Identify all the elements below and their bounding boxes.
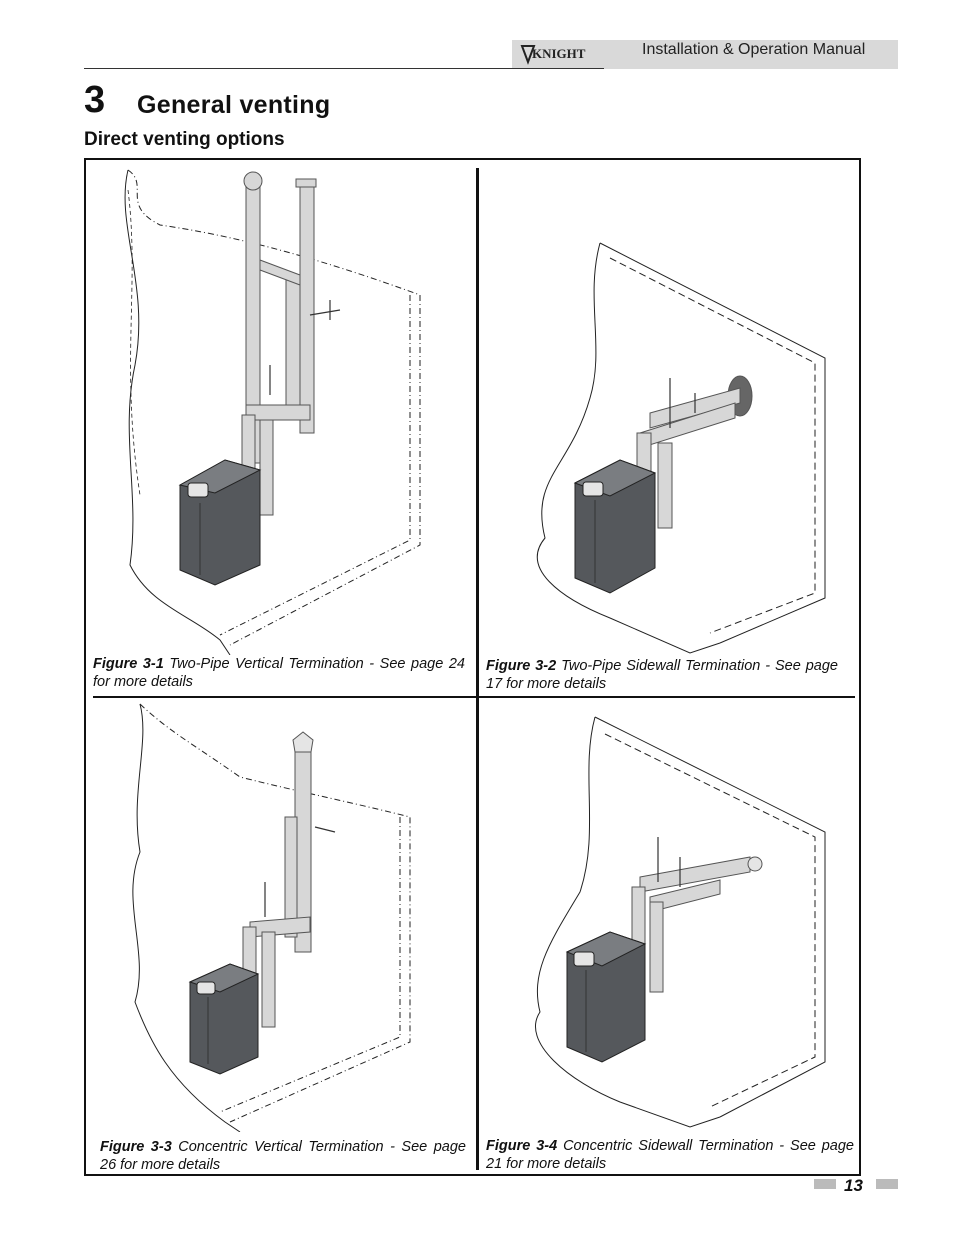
chapter-number: 3 [84,79,106,121]
boiler [188,963,260,1075]
page-number: 13 [844,1176,863,1195]
chapter-title: General venting [137,91,331,119]
figure-3-2-illustration [537,242,826,654]
figure-divider-horizontal [93,696,855,698]
figure-3-2-panel [510,238,840,658]
figure-caption-text: Concentric Sidewall Termination - See pa… [486,1138,854,1172]
page-number-bar-right [876,1179,898,1189]
figure-caption-text: Concentric Vertical Termination - See pa… [100,1139,466,1173]
figure-label: Figure 3-4 [486,1138,558,1154]
figure-divider-vertical [476,168,479,1170]
page-number-bar-left [814,1179,836,1189]
knight-logo: KNIGHT [520,45,586,65]
figure-caption-text: Two-Pipe Sidewall Termination - See page… [486,658,838,692]
figure-3-3-panel [110,702,450,1132]
figure-caption-text: Two-Pipe Vertical Termination - See page… [93,656,465,690]
figure-3-1-caption: Figure 3-1 Two-Pipe Vertical Termination… [93,655,465,691]
figure-3-4-caption: Figure 3-4 Concentric Sidewall Terminati… [486,1137,854,1173]
figure-label: Figure 3-3 [100,1139,172,1155]
manual-title: Installation & Operation Manual [642,41,866,58]
header-band [512,40,898,69]
boiler [573,459,657,594]
header-rule [84,68,604,69]
figure-3-2-caption: Figure 3-2 Two-Pipe Sidewall Termination… [486,657,838,693]
figure-3-4-illustration [534,716,826,1128]
figure-3-1-panel [110,165,450,655]
figure-3-4-panel [510,712,840,1132]
figure-3-1-illustration [124,169,421,655]
figure-3-3-caption: Figure 3-3 Concentric Vertical Terminati… [100,1138,466,1174]
boiler [178,459,262,586]
figure-3-3-illustration [132,703,411,1132]
figure-label: Figure 3-1 [93,656,164,672]
svg-text:KNIGHT: KNIGHT [532,46,586,61]
figure-frame [84,158,861,1176]
boiler [565,931,647,1063]
section-title: Direct venting options [84,129,285,150]
figure-label: Figure 3-2 [486,658,557,674]
